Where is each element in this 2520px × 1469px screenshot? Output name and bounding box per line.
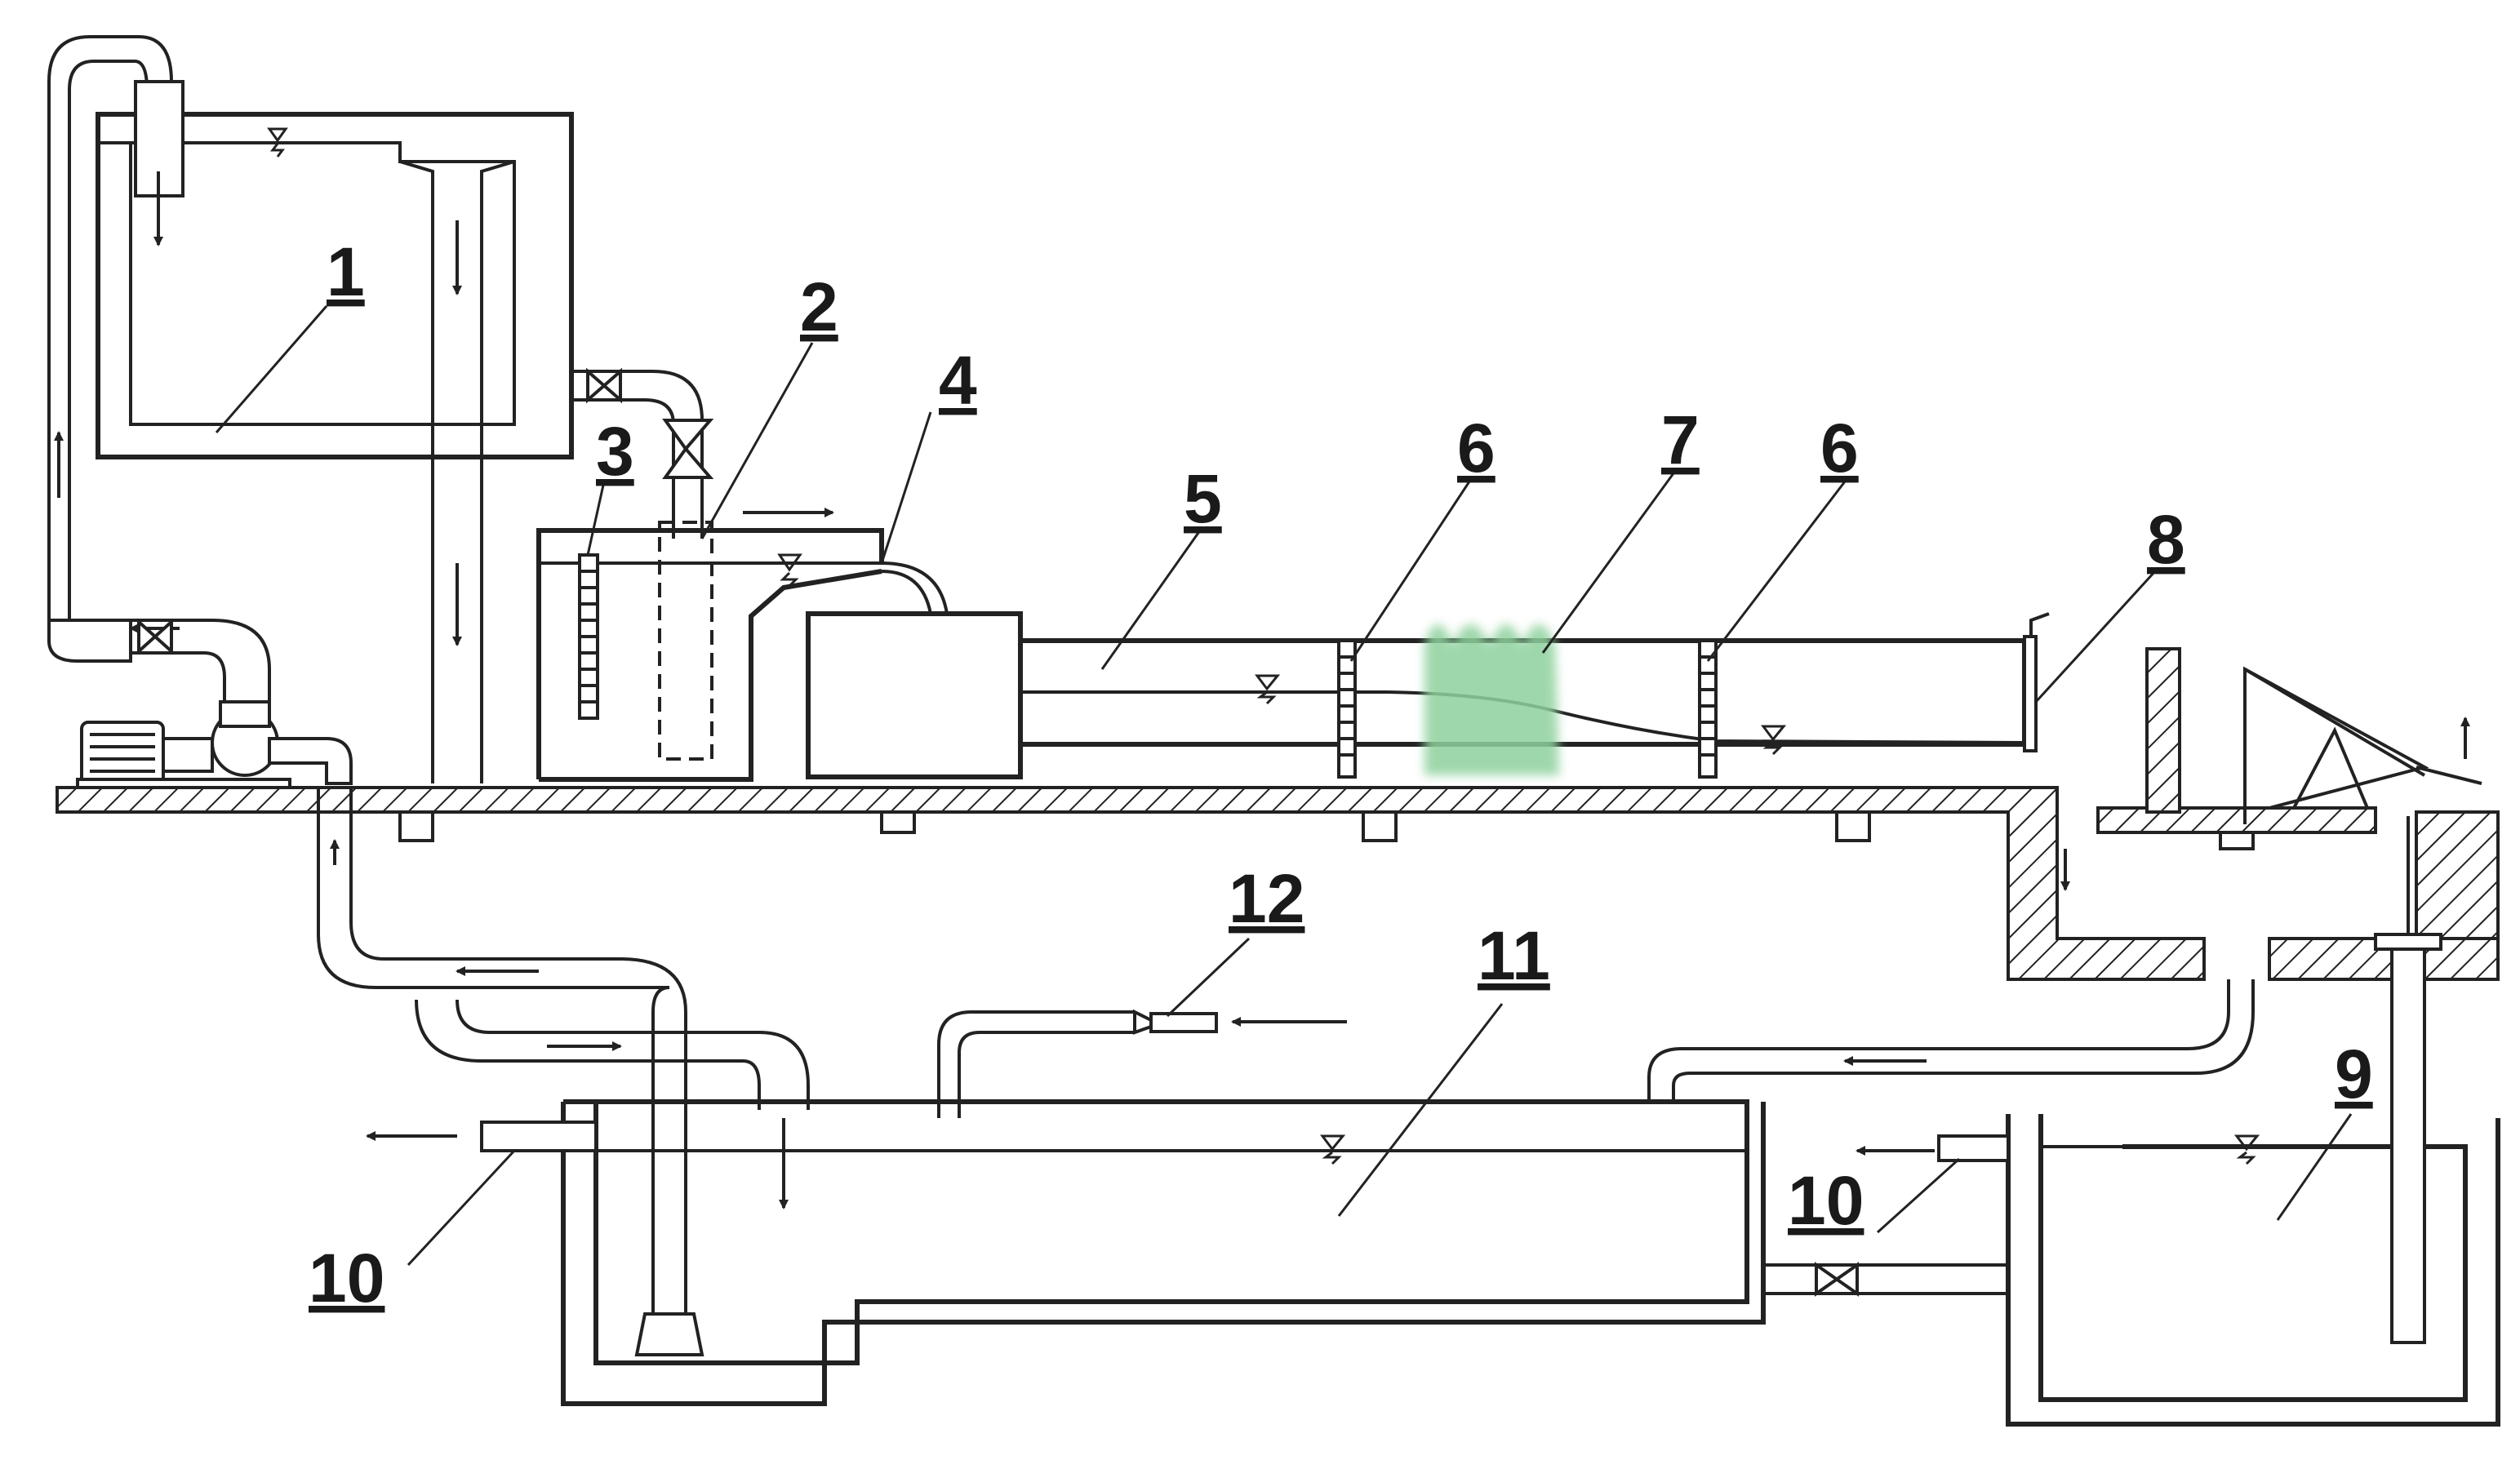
butterfly-valve-icon — [586, 367, 622, 404]
tailgate — [2023, 635, 2038, 752]
butterfly-valve-icon — [137, 618, 173, 655]
label-2: 2 — [800, 269, 838, 345]
overflow-outlet-left — [366, 1121, 598, 1152]
label-6-right: 6 — [1820, 410, 1859, 486]
water-gauge — [578, 553, 599, 720]
inverted-triangle-water-level-icon — [1255, 674, 1281, 705]
label-9: 9 — [2335, 1036, 2373, 1112]
inverted-triangle-water-level-icon — [1320, 1134, 1346, 1165]
stilling-box — [806, 561, 1023, 779]
inverted-triangle-water-level-icon — [2234, 1134, 2260, 1165]
label-7: 7 — [1661, 402, 1700, 478]
return-pipe-to-pump — [317, 788, 704, 1356]
flow-straightener-grid-right — [1698, 639, 1718, 779]
label-11: 11 — [1478, 917, 1550, 994]
butterfly-valve-icon — [1815, 1262, 1859, 1297]
lower-reservoir — [561, 1099, 1766, 1406]
recirculation-inlet-nozzle — [937, 1009, 1347, 1118]
drain-pipe-to-sump — [1647, 979, 2255, 1102]
label-6-left: 6 — [1457, 410, 1496, 486]
label-8: 8 — [2147, 501, 2185, 578]
label-1: 1 — [327, 233, 365, 310]
label-3: 3 — [596, 413, 634, 490]
connecting-pipe — [1763, 1262, 2008, 1297]
supply-riser — [47, 35, 184, 663]
pump-motor-icon — [76, 700, 353, 792]
label-12: 12 — [1229, 860, 1304, 937]
inverted-triangle-water-level-icon — [777, 553, 802, 588]
label-5: 5 — [1184, 460, 1222, 537]
flow-straightener-grid-left — [1337, 639, 1357, 779]
overflow-column — [399, 160, 515, 783]
overflow-outlet-right — [1856, 1134, 2010, 1162]
vegetation-patch — [1424, 624, 1559, 775]
inlet-supply-pipe — [571, 367, 714, 761]
sump-tank — [2006, 816, 2500, 1427]
label-4: 4 — [939, 342, 977, 419]
leader-lines — [215, 305, 2353, 1267]
inverted-triangle-water-level-icon — [267, 127, 288, 158]
measuring-weir — [2219, 666, 2482, 850]
inverted-triangle-water-level-icon — [1761, 725, 1787, 756]
callout-labels: 1 2 3 4 5 6 7 6 8 9 10 10 11 12 — [309, 233, 2373, 1316]
overflow-return-pipe — [415, 999, 810, 1209]
label-10-right: 10 — [1788, 1162, 1864, 1239]
label-10-left: 10 — [309, 1240, 384, 1316]
